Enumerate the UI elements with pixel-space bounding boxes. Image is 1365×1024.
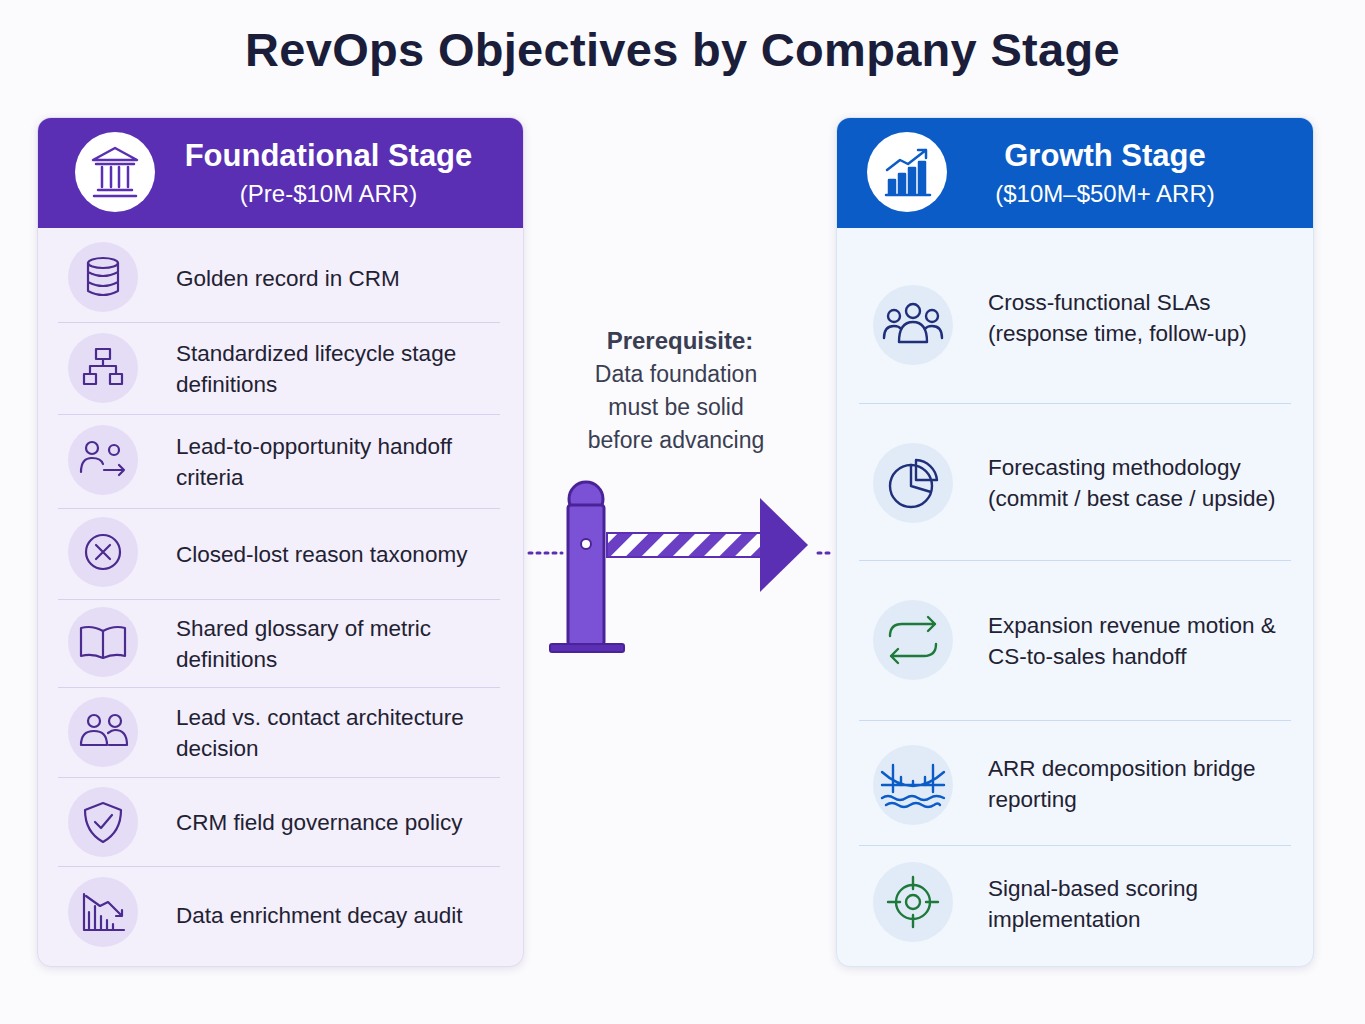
objective-text: ARR decomposition bridge reporting	[988, 753, 1288, 815]
objective-text: Closed-lost reason taxonomy	[176, 539, 476, 570]
objective-item: Lead vs. contact architecture decision	[58, 688, 500, 778]
edge-label: Prerequisite:	[570, 325, 790, 357]
objective-text: CRM field governance policy	[176, 807, 476, 838]
dotted-lead	[529, 552, 562, 555]
arrow-head	[760, 498, 808, 592]
objective-text: Lead vs. contact architecture decision	[176, 702, 476, 764]
objective-item: Forecasting methodology (commit / best c…	[859, 404, 1291, 561]
objective-text: Expansion revenue motion & CS-to-sales h…	[988, 610, 1288, 672]
objective-item: Signal-based scoring implementation	[859, 846, 1291, 961]
objective-item: Cross-functional SLAs (response time, fo…	[859, 231, 1291, 404]
stage-panel: Growth Stage ($10M–$50M+ ARR) Cross-functi…	[836, 117, 1314, 967]
objective-text: Signal-based scoring implementation	[988, 873, 1288, 935]
prerequisite-connector	[529, 498, 832, 592]
stage-panel: Foundational Stage (Pre-$10M ARR) Golden r…	[37, 117, 524, 967]
objective-item: Lead-to-opportunity handoff criteria	[58, 415, 500, 509]
objective-item: ARR decomposition bridge reporting	[859, 721, 1291, 846]
arr-range: (Pre-$10M ARR)	[86, 180, 524, 208]
stage-header: Growth Stage ($10M–$50M+ ARR)	[837, 118, 1313, 228]
objective-text: Golden record in CRM	[176, 263, 476, 294]
objective-item: Standardized lifecycle stage definitions	[58, 323, 500, 415]
diagram-title: RevOps Objectives by Company Stage	[0, 22, 1365, 77]
objective-item: Closed-lost reason taxonomy	[58, 509, 500, 600]
arr-range: ($10M–$50M+ ARR)	[867, 180, 1314, 208]
objective-text: Lead-to-opportunity handoff criteria	[176, 431, 476, 493]
stage-header: Foundational Stage (Pre-$10M ARR)	[38, 118, 523, 228]
objective-text: Data enrichment decay audit	[176, 900, 476, 931]
gate-bar	[607, 533, 762, 557]
dotted-tail	[818, 552, 832, 555]
objective-text: Cross-functional SLAs (response time, fo…	[988, 287, 1288, 349]
objective-item: Expansion revenue motion & CS-to-sales h…	[859, 561, 1291, 721]
objective-item: Golden record in CRM	[58, 233, 500, 323]
objective-text: Shared glossary of metric definitions	[176, 613, 476, 675]
stage-name: Growth Stage	[867, 138, 1314, 174]
objective-item: CRM field governance policy	[58, 778, 500, 867]
objective-text: Forecasting methodology (commit / best c…	[988, 452, 1288, 514]
stage-name: Foundational Stage	[86, 138, 524, 174]
objective-item: Shared glossary of metric definitions	[58, 600, 500, 688]
objective-text: Standardized lifecycle stage definitions	[176, 338, 476, 400]
objective-item: Data enrichment decay audit	[58, 867, 500, 963]
prerequisite-note: Data foundation must be solid before adv…	[581, 358, 771, 457]
